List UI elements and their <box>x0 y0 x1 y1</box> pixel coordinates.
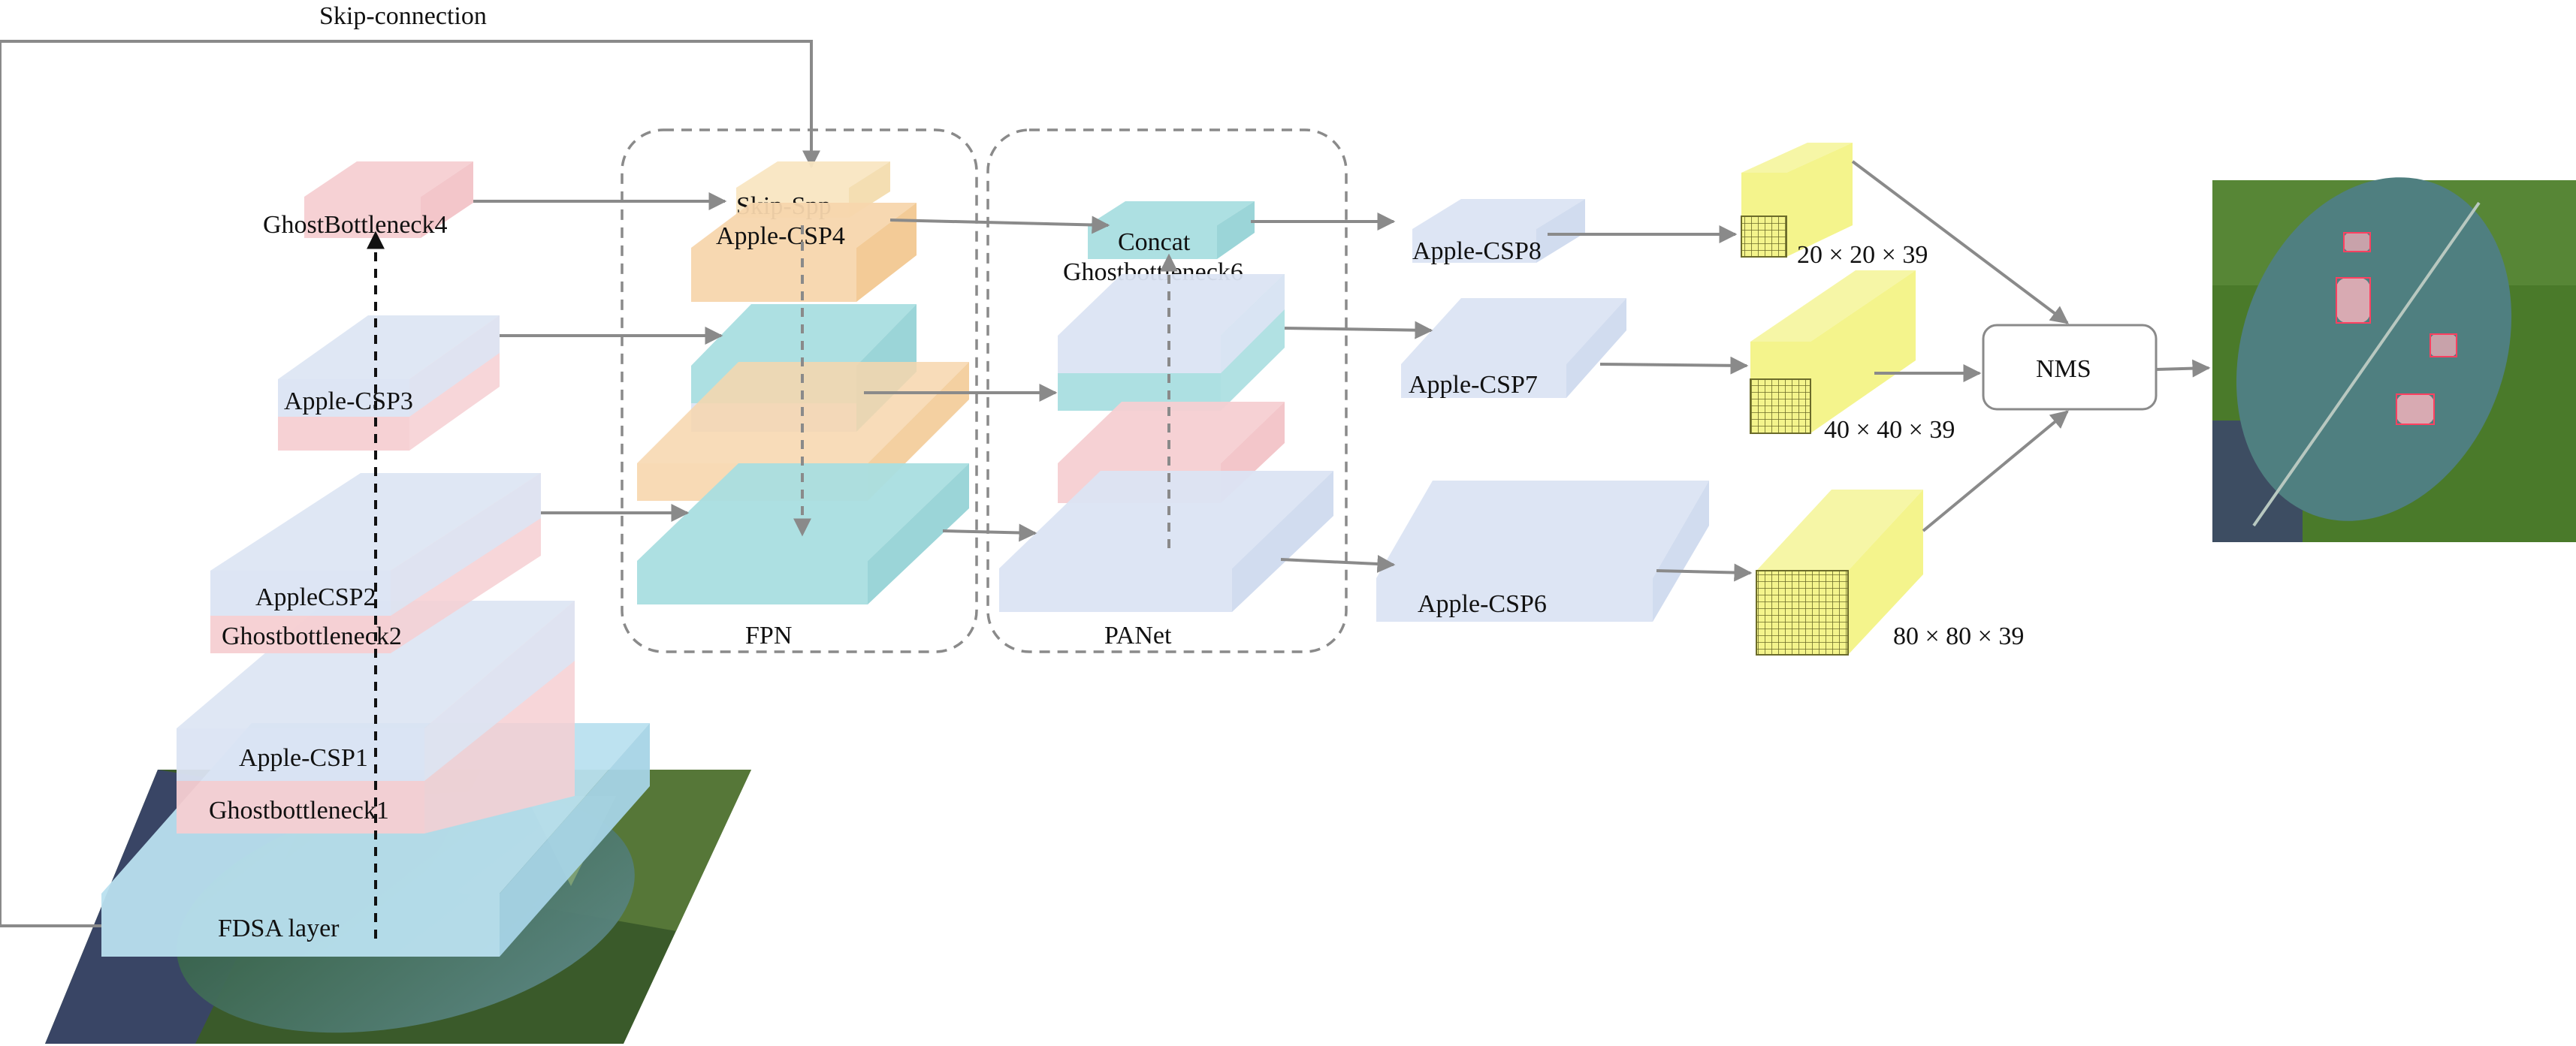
output-map-medium <box>1750 270 1916 434</box>
apple-csp1-label: Apple-CSP1 <box>239 744 368 772</box>
nms-box <box>1982 324 2158 411</box>
apple-csp3-label: Apple-CSP3 <box>284 387 413 415</box>
ghostbottleneck4-label: GhostBottleneck4 <box>263 211 448 239</box>
panet-blue-block <box>999 471 1333 612</box>
connection-arrows <box>473 160 2211 582</box>
panet-group-box <box>986 128 1348 653</box>
apple-csp7-label: Apple-CSP7 <box>1409 371 1538 399</box>
ghostbottleneck4-block <box>304 161 473 238</box>
output-small-label: 20 × 20 × 39 <box>1797 241 1928 269</box>
output-leaf-image <box>2212 177 2576 542</box>
panet-label: PANet <box>1104 622 1172 650</box>
output-map-small <box>1741 143 1853 258</box>
nms-label: NMS <box>2036 355 2091 383</box>
skip-connection-line <box>0 40 820 927</box>
fpn-group-box <box>621 128 978 653</box>
apple-csp8-block <box>1412 199 1585 263</box>
output-medium-label: 40 × 40 × 39 <box>1824 416 1955 444</box>
output-large-label: 80 × 80 × 39 <box>1893 622 2024 650</box>
output-map-large <box>1756 490 1923 656</box>
apple-csp7-block <box>1401 298 1626 398</box>
apple-csp1-block <box>177 601 575 833</box>
apple-csp8-label: Apple-CSP8 <box>1412 237 1542 265</box>
skip-connection-label: Skip-connection <box>319 2 487 30</box>
ghostbottleneck1-label: Ghostbottleneck1 <box>209 797 389 824</box>
ghostbottleneck2-label: Ghostbottleneck2 <box>222 622 402 650</box>
panet-upper-block <box>1058 274 1285 411</box>
apple-csp3-block <box>278 315 500 451</box>
apple-csp4-label: Apple-CSP4 <box>716 222 845 250</box>
apple-csp2-label: AppleCSP2 <box>255 583 376 611</box>
apple-csp6-label: Apple-CSP6 <box>1418 590 1547 618</box>
apple-csp4-block <box>691 203 917 302</box>
fdsa-layer-label: FDSA layer <box>218 915 340 942</box>
concat-label: Concat <box>1118 228 1191 256</box>
apple-csp6-block <box>1376 481 1709 622</box>
fpn-label: FPN <box>745 622 792 650</box>
